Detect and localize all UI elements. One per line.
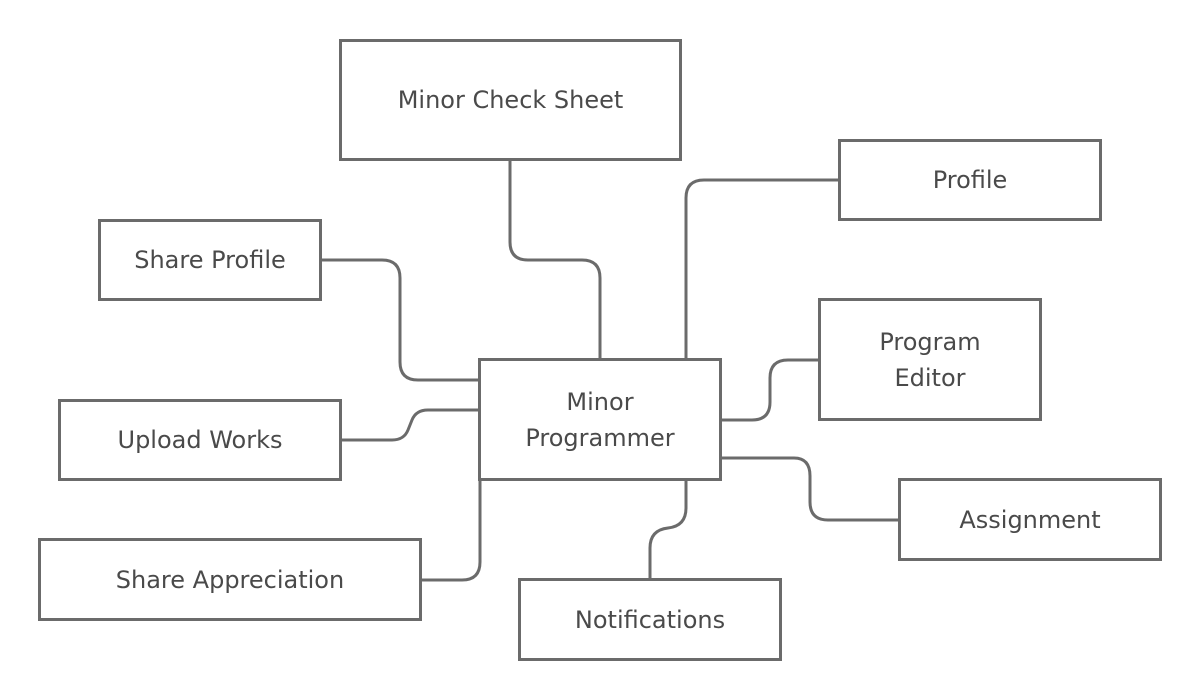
connector-upload-works (338, 408, 480, 442)
node-upload-works: Upload Works (58, 399, 342, 481)
node-label: Program Editor (879, 327, 981, 392)
connector-notifications (648, 478, 688, 580)
connector-check-sheet (508, 158, 602, 360)
node-label: Share Appreciation (115, 565, 345, 594)
connector-share-profile (318, 258, 480, 382)
node-label: Share Profile (134, 246, 286, 274)
node-label: Assignment (959, 505, 1101, 534)
node-label: Minor Programmer (525, 387, 675, 452)
node-share-profile: Share Profile (98, 219, 322, 301)
connector-program-editor (718, 358, 820, 422)
node-label: Profile (932, 166, 1008, 194)
connector-assignment (718, 456, 900, 522)
node-minor-check-sheet: Minor Check Sheet (339, 39, 682, 161)
node-label: Upload Works (117, 426, 283, 454)
node-program-editor: Program Editor (818, 298, 1042, 421)
connector-share-appreciation (418, 478, 482, 582)
node-label: Notifications (574, 605, 726, 634)
node-label: Minor Check Sheet (397, 86, 624, 114)
connector-profile (684, 178, 840, 360)
node-profile: Profile (838, 139, 1102, 221)
node-notifications: Notifications (518, 578, 782, 661)
node-assignment: Assignment (898, 478, 1162, 561)
node-minor-programmer: Minor Programmer (478, 358, 722, 481)
node-share-appreciation: Share Appreciation (38, 538, 422, 621)
